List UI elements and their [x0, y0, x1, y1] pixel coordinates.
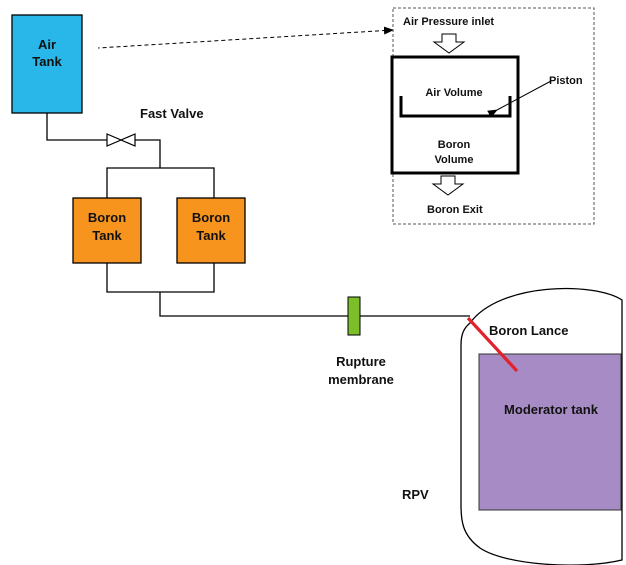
fast-valve	[106, 133, 136, 147]
piston-icon	[399, 96, 512, 118]
boron-exit-label: Boron Exit	[427, 204, 483, 216]
pipe-to-rupture	[159, 292, 348, 317]
fast-valve-left-icon	[106, 133, 123, 147]
boron-volume-label-line1: Boron	[438, 139, 471, 151]
detail-pointer-arrow	[97, 26, 394, 49]
moderator-tank-label: Moderator tank	[504, 402, 599, 417]
air-tank-body	[11, 14, 83, 114]
air-volume-label: Air Volume	[425, 87, 482, 99]
boron-tank-left: Boron Tank	[72, 197, 142, 264]
fast-valve-label: Fast Valve	[140, 106, 204, 121]
pipe-manifold-bottom	[106, 263, 215, 293]
boron-tank-right-label-line2: Tank	[196, 228, 226, 243]
rupture-label-line2: membrane	[328, 372, 394, 387]
rpv-label: RPV	[402, 487, 429, 502]
pipe-valve-to-split	[135, 139, 161, 168]
moderator-tank	[478, 353, 622, 511]
boron-tank-right-label-line1: Boron	[192, 210, 230, 225]
boron-tank-left-body	[72, 197, 142, 264]
rupture-label-line1: Rupture	[336, 354, 386, 369]
exit-arrow-icon	[431, 175, 465, 196]
piston-pointer	[487, 80, 552, 118]
boron-lance-label: Boron Lance	[489, 323, 568, 338]
fast-valve-right-icon	[119, 133, 136, 147]
pipe-air-to-valve	[46, 113, 107, 141]
air-tank-label-line1: Air	[38, 37, 56, 52]
boron-tank-left-label-line2: Tank	[92, 228, 122, 243]
air-tank: Air Tank	[11, 14, 83, 114]
boron-volume-label-line2: Volume	[435, 154, 474, 166]
boron-lance	[466, 316, 519, 373]
piston-label: Piston	[549, 75, 583, 87]
inlet-arrow-icon	[432, 33, 466, 54]
boron-tank-right: Boron Tank	[176, 197, 246, 264]
pipe-manifold-top	[106, 167, 215, 198]
boron-tank-right-body	[176, 197, 246, 264]
rupture-membrane	[347, 296, 361, 336]
boron-tank-left-label-line1: Boron	[88, 210, 126, 225]
air-tank-label-line2: Tank	[32, 54, 62, 69]
boron-tank-detail: Air Pressure inlet Air Volume Piston Bor…	[390, 7, 595, 225]
air-pressure-inlet-label: Air Pressure inlet	[403, 16, 494, 28]
rpv-vessel	[460, 287, 623, 565]
